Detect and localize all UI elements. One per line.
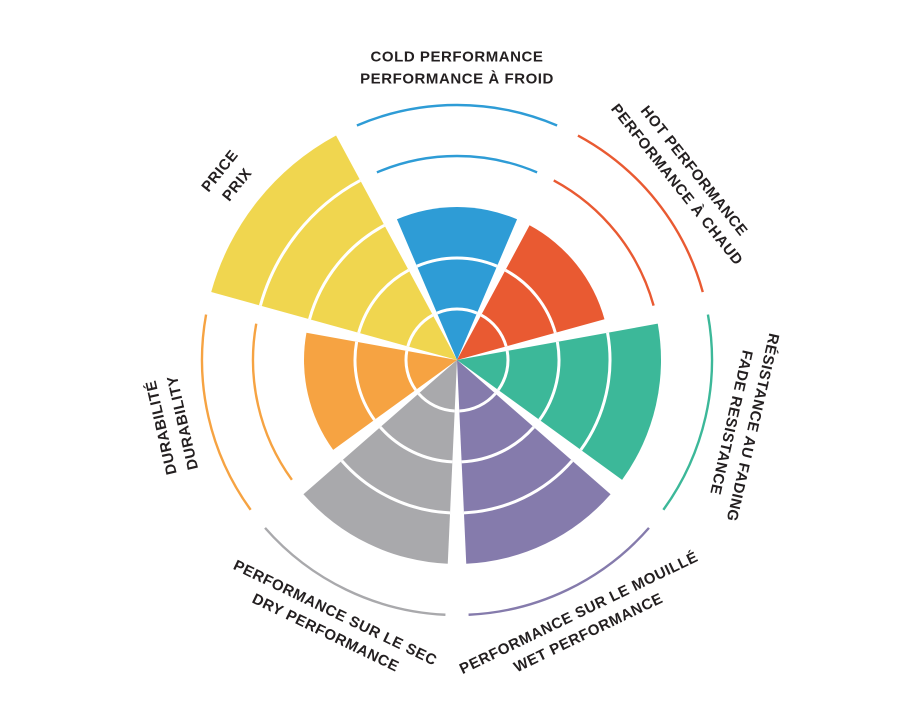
level-divider-arc	[497, 350, 510, 391]
level-divider-arc	[379, 426, 453, 464]
remaining-level-arc	[376, 154, 538, 174]
level-divider-arc	[463, 459, 574, 515]
label-dry-performance-line1: PERFORMANCE SUR LE SEC	[231, 557, 440, 669]
level-divider-arc	[258, 179, 361, 307]
remaining-level-arc	[662, 314, 714, 511]
label-cold-performance-line2: PERFORMANCE À FROID	[360, 71, 554, 88]
sector-fill-cold-performance	[396, 206, 518, 360]
remaining-level-arc	[251, 323, 293, 481]
level-divider-arc	[417, 392, 455, 413]
remaining-level-arc	[577, 134, 704, 293]
sector-fill-dry-performance	[303, 360, 457, 564]
level-divider-arc	[340, 459, 451, 515]
level-divider-arc	[404, 350, 417, 391]
label-cold-performance-line1: COLD PERFORMANCE	[371, 49, 544, 66]
level-divider-arc	[406, 313, 434, 347]
level-divider-arc	[308, 223, 386, 320]
remaining-level-arc	[264, 527, 446, 616]
label-hot-performance-line2: PERFORMANCE À CHAUD	[607, 101, 746, 269]
level-divider-arc	[459, 392, 497, 413]
label-cold-performance: COLD PERFORMANCE PERFORMANCE À FROID	[360, 49, 554, 88]
remaining-level-arc	[553, 179, 655, 306]
level-divider-arc	[480, 313, 508, 347]
level-divider-arc	[416, 256, 498, 268]
level-divider-arc	[353, 341, 376, 421]
remaining-level-arc	[356, 103, 558, 127]
sector-fill-wet-performance	[457, 360, 611, 564]
level-divider-arc	[357, 268, 410, 334]
level-divider-arc	[579, 332, 612, 451]
level-divider-arc	[461, 426, 535, 464]
sector-fill-durability	[304, 332, 457, 450]
level-divider-arc	[538, 341, 561, 421]
sector-fill-price	[211, 135, 457, 360]
remaining-level-arc	[468, 527, 650, 616]
level-divider-arc	[436, 307, 478, 315]
sector-cold-performance: COLD PERFORMANCE PERFORMANCE À FROID	[356, 49, 558, 360]
level-divider-arc	[504, 268, 557, 334]
remaining-level-arc	[200, 314, 252, 511]
